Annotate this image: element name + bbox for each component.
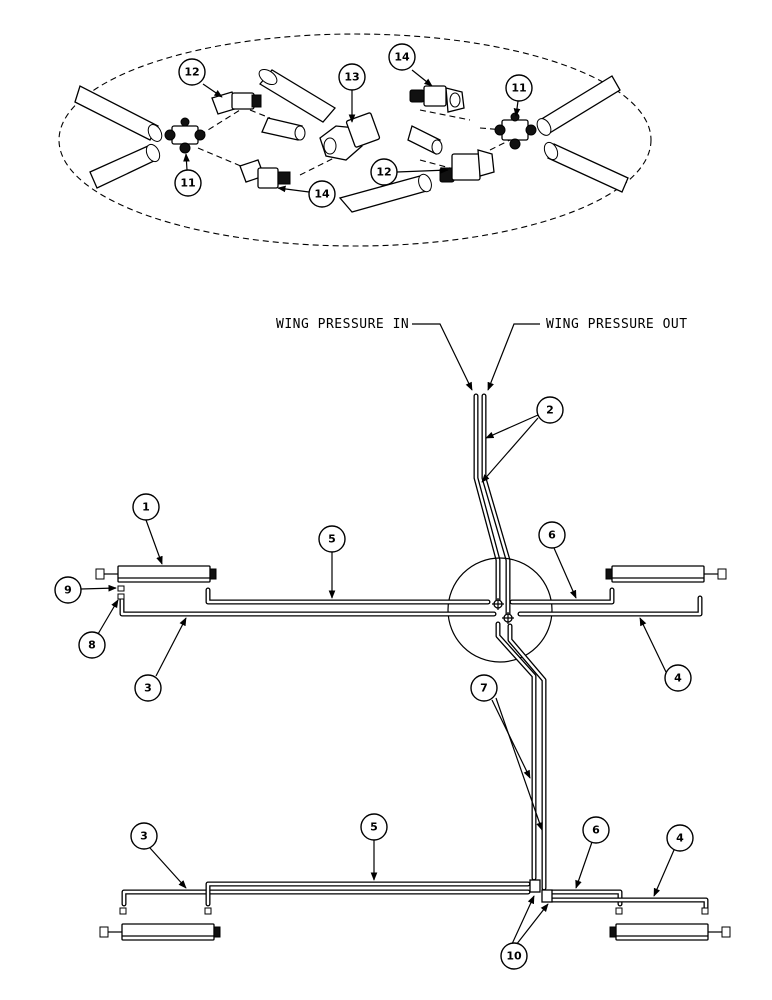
detail-pipe-mid-left — [261, 117, 306, 141]
callout-12-upper: 12 — [178, 58, 223, 98]
callout-label: 11 — [180, 177, 195, 190]
callout-label: 6 — [592, 824, 600, 837]
callout-11-right: 11 — [505, 74, 533, 117]
callout-label: 1 — [142, 501, 150, 514]
detail-pipe-upper-left — [74, 85, 163, 142]
detail-flow-lines — [197, 109, 511, 176]
cylinder-lower-left — [99, 907, 221, 941]
detail-pipe-lower-left — [89, 143, 161, 189]
fitting-8 — [117, 593, 125, 600]
hose-4-upper — [517, 595, 703, 617]
callout-4-upper: 4 — [639, 617, 692, 692]
fitting-9 — [117, 585, 125, 592]
callout-11-left: 11 — [174, 153, 202, 197]
callout-13: 13 — [338, 63, 366, 123]
detail-pipe-mid-right — [407, 125, 443, 155]
cylinder-upper-right — [605, 565, 727, 583]
supply-hoses — [473, 393, 511, 618]
elbow-fitting-lower — [239, 159, 291, 189]
hose-4-lower — [549, 897, 709, 911]
callout-label: 9 — [64, 584, 72, 597]
callout-3-upper: 3 — [134, 617, 187, 702]
callout-5-upper: 5 — [318, 525, 346, 599]
callout-label: 14 — [394, 51, 410, 64]
callout-label: 13 — [344, 71, 359, 84]
tee-fitting-right — [494, 112, 537, 150]
callout-14-lower: 14 — [277, 180, 336, 208]
callout-6-lower: 6 — [575, 816, 610, 889]
cylinder-upper-left — [95, 565, 217, 583]
callout-label: 4 — [674, 672, 682, 685]
callout-label: 10 — [506, 950, 522, 963]
junction-tees-lower — [529, 879, 553, 903]
callout-label: 14 — [314, 188, 330, 201]
wing-pressure-out-leader — [487, 323, 540, 391]
cylinder-lower-right — [609, 907, 731, 941]
callout-label: 5 — [370, 821, 378, 834]
callout-7: 7 — [470, 674, 543, 831]
callout-label: 8 — [88, 639, 96, 652]
callout-8: 8 — [78, 599, 119, 659]
hose-5-upper — [205, 587, 491, 605]
detail-boundary — [58, 33, 652, 247]
callout-label: 11 — [511, 82, 526, 95]
wing-pressure-in-label: WING PRESSURE IN — [276, 317, 409, 332]
callout-10: 10 — [500, 895, 549, 970]
adapter-fitting-lower — [439, 149, 495, 183]
callout-5-lower: 5 — [360, 813, 388, 881]
fittings-detail-view: 12 13 14 11 11 14 12 — [58, 33, 652, 247]
union-fitting-center — [319, 112, 381, 161]
callout-label: 3 — [144, 682, 152, 695]
callout-label: 3 — [140, 830, 148, 843]
detail-pipe-lower-center — [338, 173, 432, 213]
elbow-fitting-upper — [409, 85, 465, 113]
callout-2: 2 — [481, 396, 564, 483]
adapter-fitting-upper — [211, 91, 262, 115]
junction-detail-circle — [447, 557, 553, 663]
detail-pipe-upper-center — [258, 68, 336, 123]
junction-tees-upper — [492, 598, 514, 624]
callout-9: 9 — [54, 576, 117, 604]
hose-5-lower — [205, 881, 531, 907]
callout-14-upper: 14 — [388, 43, 433, 87]
callout-12-lower: 12 — [370, 158, 449, 186]
wing-pressure-in-leader — [412, 323, 473, 391]
callout-label: 2 — [546, 404, 554, 417]
detail-pipe-lower-right — [543, 141, 629, 193]
callout-4-lower: 4 — [653, 824, 694, 897]
hose-6-upper — [509, 587, 615, 605]
callout-label: 12 — [184, 66, 199, 79]
callout-label: 7 — [480, 682, 488, 695]
callout-6-upper: 6 — [538, 521, 577, 599]
detail-pipe-upper-right — [536, 75, 621, 136]
hoses-7 — [495, 621, 547, 891]
callout-label: 4 — [676, 832, 684, 845]
callout-1: 1 — [132, 493, 163, 565]
callout-3-lower: 3 — [130, 822, 187, 889]
callout-label: 12 — [376, 166, 391, 179]
tee-fitting-left — [164, 117, 206, 154]
hose-3-upper — [119, 595, 497, 617]
wing-pressure-out-label: WING PRESSURE OUT — [546, 317, 688, 332]
callout-label: 6 — [548, 529, 556, 542]
callout-label: 5 — [328, 533, 336, 546]
hose-3-lower — [121, 889, 531, 907]
